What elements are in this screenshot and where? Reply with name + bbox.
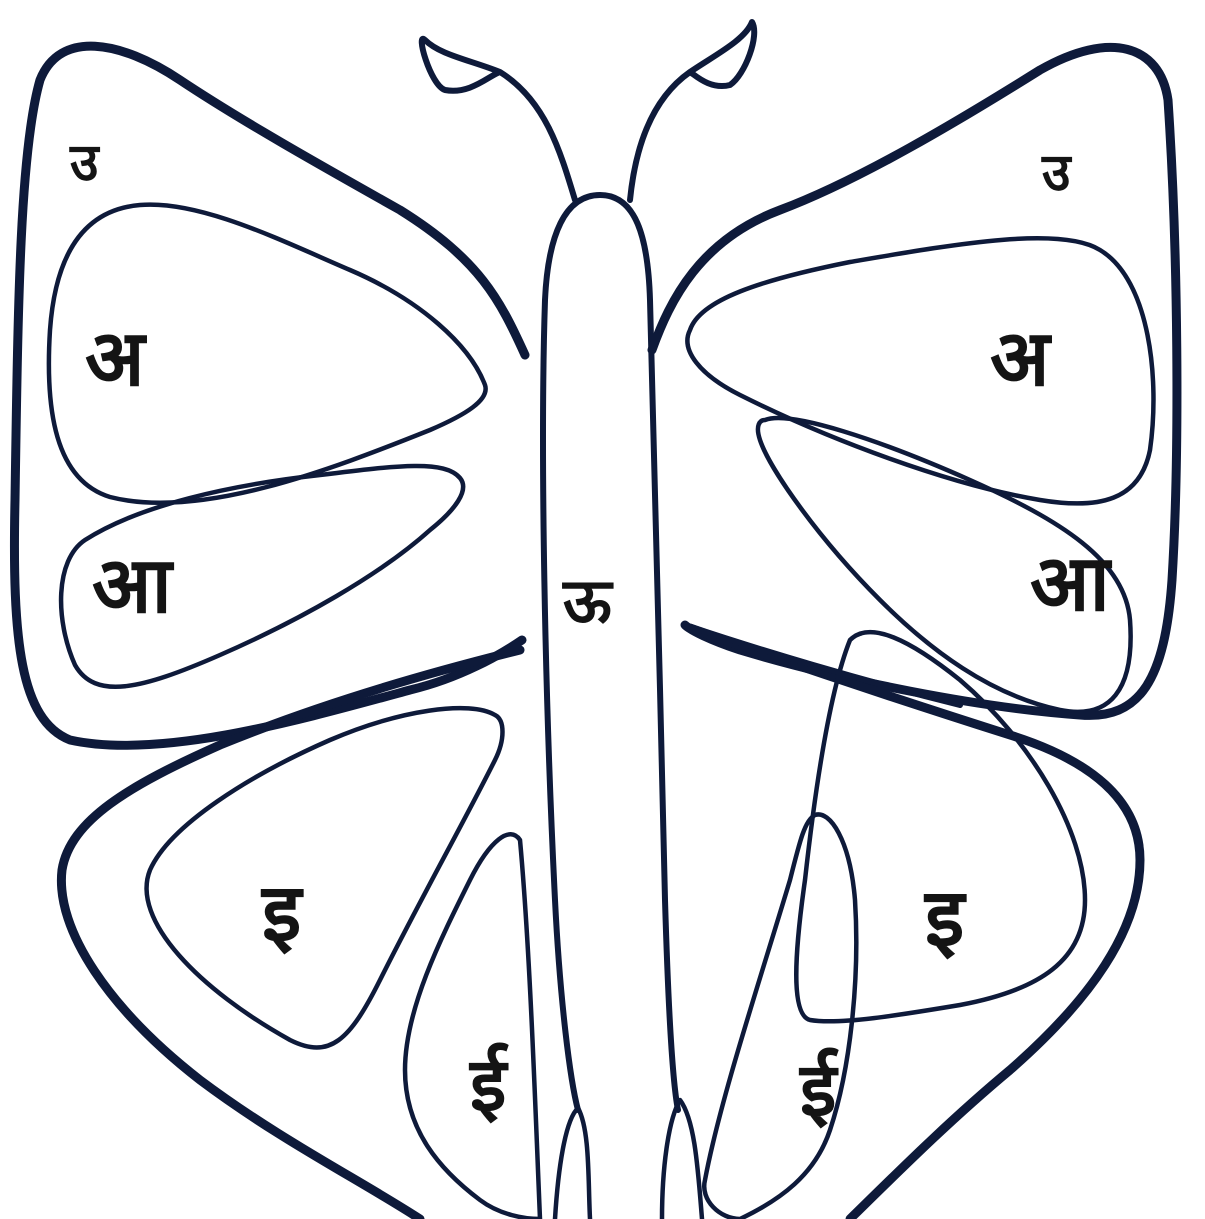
right-antenna — [630, 22, 754, 200]
left-upper-outer-label: उ — [69, 133, 101, 193]
butterfly-body — [543, 195, 702, 1219]
body-label: ऊ — [562, 564, 614, 637]
left-antenna — [422, 39, 575, 200]
antennae — [422, 22, 754, 200]
tail-left — [555, 1108, 590, 1219]
right-wing — [652, 47, 1177, 1219]
right-upper-inner-top — [687, 238, 1153, 503]
labels: उ अ आ इ ई उ अ आ इ ई ऊ — [69, 133, 1113, 1133]
left-lower-large-label: इ — [260, 866, 304, 959]
tail-right — [662, 1100, 702, 1219]
right-upper-inner-top-label: अ — [990, 314, 1052, 404]
right-upper-inner-bottom-label: आ — [1030, 539, 1113, 629]
right-upper-outer-label: उ — [1041, 143, 1073, 203]
right-lower-small-label: ई — [798, 1047, 839, 1133]
right-lower-inner-small — [704, 814, 856, 1219]
left-lower-small-label: ई — [468, 1042, 509, 1128]
right-lower-large-label: इ — [923, 871, 967, 964]
left-wing — [14, 46, 540, 1219]
left-upper-inner-top-label: अ — [85, 314, 147, 404]
left-upper-inner-bottom-label: आ — [92, 541, 175, 631]
